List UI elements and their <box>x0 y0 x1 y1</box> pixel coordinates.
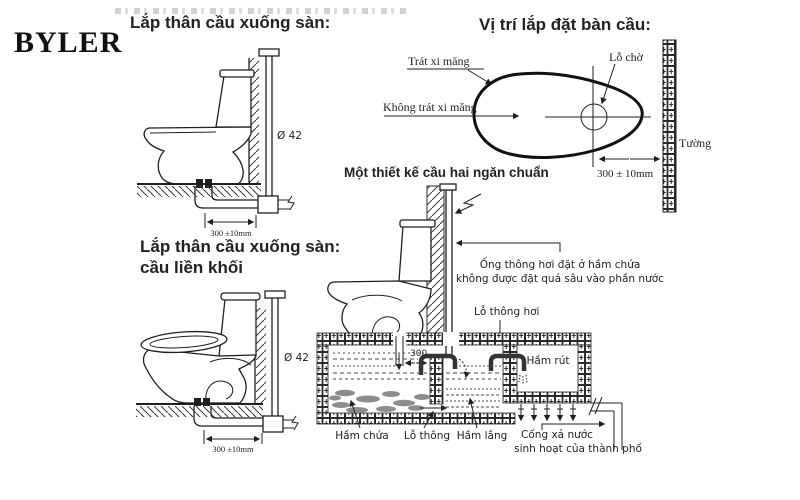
diagram-septic-system: Ống thông hơi đặt ở hầm chứa không được … <box>316 183 664 455</box>
storage-pit-label: Hầm chứa <box>335 430 388 442</box>
diagram-install-floor-b: 300 ±10mm Ø 42 <box>136 290 309 454</box>
tank-left-wall <box>316 344 329 424</box>
tank-partition <box>429 356 444 405</box>
tank-labels: Hầm chứa Lỗ thông Hầm lắng Cống xả nước … <box>335 397 642 455</box>
dim-label-a: 300 ±10mm <box>210 228 252 238</box>
soil-pipe-a <box>194 48 295 214</box>
vent-hole-label: Lỗ thông hơi <box>474 305 539 318</box>
vent-note-line1: Ống thông hơi đặt ở hầm chứa <box>480 257 641 271</box>
opening-label: Lỗ thông <box>404 429 450 442</box>
sludge-layer <box>329 389 430 413</box>
wall-offset-label: 300 ± 10mm <box>597 168 654 180</box>
wall-section <box>662 39 677 213</box>
transfer-elbow-storage-settling <box>418 353 458 375</box>
drain-arrows <box>517 404 577 422</box>
vent-note-line2: không được đặt quá sâu vào phần nước <box>456 273 664 285</box>
heading-install-floor-b-line2: cầu liền khối <box>140 258 243 277</box>
absorption-bottom <box>516 391 579 404</box>
water-lines <box>333 352 501 408</box>
dimension-wall-offset: 300 ± 10mm <box>597 155 661 180</box>
settling-absorption-wall <box>502 344 518 404</box>
heading-install-floor-b: Lắp thân cầu xuống sàn: cầu liền khối <box>140 236 340 278</box>
toilet-side-view-a <box>143 69 255 188</box>
pipe-diameter-label-a: Ø 42 <box>277 130 302 142</box>
diagram-position: Trát xi măng Không trát xi măng Lỗ chờ T… <box>383 39 711 213</box>
dimension-a: 300 ±10mm <box>204 213 257 238</box>
vent-pipe <box>439 183 482 354</box>
sewer-label-line1: Cống xả nước <box>521 429 593 441</box>
settling-pit-label: Hầm lắng <box>457 429 508 442</box>
transfer-elbow-settling-absorption <box>488 353 527 371</box>
toilet-footprint-outline <box>472 71 644 159</box>
floor-b <box>136 403 263 417</box>
reserved-hole-circle <box>580 103 608 131</box>
plaster-label: Trát xi măng <box>408 54 470 68</box>
dimension-b: 300 ±10mm <box>203 430 263 454</box>
cropped-text-artifact <box>115 8 407 14</box>
wall-label: Tường <box>679 136 711 150</box>
heading-septic-design: Một thiết kế cầu hai ngăn chuẩn <box>344 165 549 180</box>
heading-install-floor-b-line1: Lắp thân cầu xuống sàn: <box>140 237 341 256</box>
heading-install-floor-a: Lắp thân cầu xuống sàn: <box>130 13 331 32</box>
brand-logo: BYLER <box>14 26 123 59</box>
toilet-side-view-c <box>327 219 436 336</box>
inlet-dim-label: 300 <box>410 349 427 359</box>
soil-pipe-b <box>193 290 299 433</box>
absorption-right-wall <box>577 344 592 404</box>
vent-flow-arrow <box>454 193 482 214</box>
dim-label-b: 300 ±10mm <box>212 444 254 454</box>
toilet-side-view-b <box>140 292 261 406</box>
pipe-diameter-label-b: Ø 42 <box>284 352 309 364</box>
sewer-outlet-pipe <box>588 396 623 450</box>
vent-note: Ống thông hơi đặt ở hầm chứa không được … <box>455 239 664 285</box>
sewer-label-line2: sinh hoạt của thành phố <box>514 443 642 455</box>
reserved-hole-label: Lỗ chờ <box>609 50 644 64</box>
heading-position: Vị trí lắp đặt bàn cầu: <box>479 15 651 34</box>
diagram-install-floor-a: 300 ±10mm Ø 42 <box>137 48 302 238</box>
no-plaster-label: Không trát xi măng <box>383 100 477 114</box>
floor-a <box>137 183 261 197</box>
tank-bottom <box>316 412 516 425</box>
absorption-pit-label: Hầm rút <box>527 355 570 367</box>
